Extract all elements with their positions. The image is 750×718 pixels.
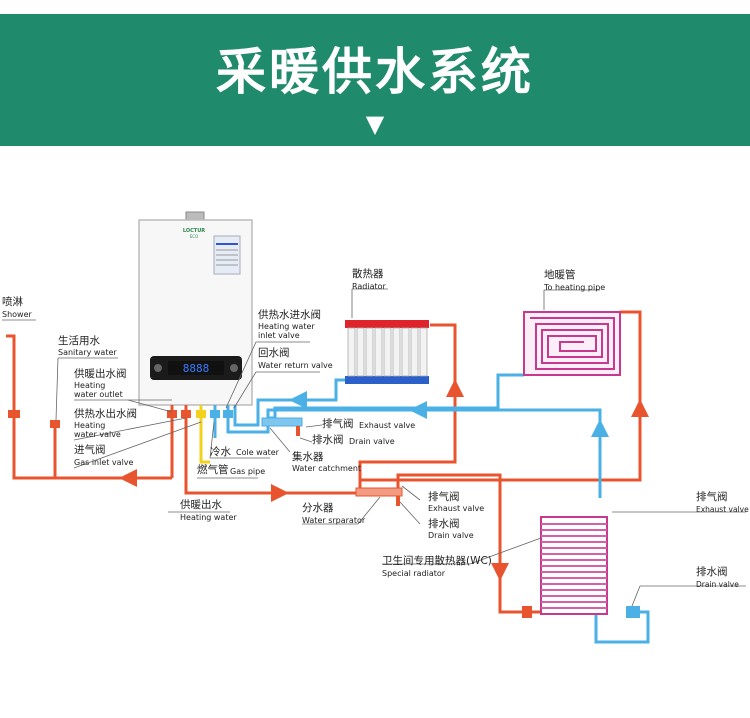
gas-inlet-label-cn: 进气阀	[74, 444, 106, 456]
drain-valve-3-label-cn: 排水阀	[696, 566, 728, 578]
boiler-display-digits: 8888	[183, 362, 210, 375]
special-radiator-label-cn: 卫生间专用散热器(WC)	[382, 555, 492, 567]
exhaust-valve-2-label-en: Exhaust valve	[428, 504, 485, 513]
floor-heating-label-en: To heating pipe	[544, 283, 606, 292]
drain-valve-2-label-cn: 排水阀	[428, 518, 460, 530]
heating-supply-main	[184, 405, 360, 495]
shower-pipe	[6, 334, 172, 480]
drain-valve-1-label-en: Drain valve	[349, 437, 395, 446]
boiler-knob-icon	[154, 364, 162, 372]
shower-label-en: Shower	[2, 310, 32, 319]
wc-radiator-supply	[396, 473, 540, 614]
floor-heating-coil	[523, 311, 621, 376]
gas-pipe-label-cn: 燃气管	[197, 464, 229, 476]
radiator-label-en: Radiator	[352, 282, 386, 291]
catchment-label-cn: 集水器	[292, 451, 324, 463]
sanitary-label-cn: 生活用水	[58, 335, 100, 347]
exhaust-valve-3-label-cn: 排气阀	[696, 491, 728, 503]
gas-pipe-label-en: Gas pipe	[230, 467, 266, 476]
radiator-label-cn: 散热器	[352, 268, 384, 280]
boiler-unit: 8888 LOCTUR ECO	[138, 211, 253, 406]
inlet-valve-label-en1: Heating water	[258, 322, 315, 331]
heating-outlet-label-en2: water outlet	[74, 390, 123, 399]
inlet-valve-label-en2: inlet valve	[258, 331, 300, 340]
boiler-brand: LOCTUR	[183, 228, 205, 234]
water-catchment-manifold	[261, 417, 303, 427]
separator-label-cn: 分水器	[302, 502, 334, 514]
exhaust-valve-1-label-en: Exhaust valve	[359, 421, 416, 430]
radiator-return	[233, 378, 345, 427]
heating-valve-label-en1: Heating	[74, 421, 106, 430]
down-arrow-icon: ▼	[365, 110, 385, 138]
sanitary-valve-icon	[50, 420, 60, 428]
heating-outlet-label-en1: Heating	[74, 381, 106, 390]
gas-inlet-valve-icon	[196, 410, 206, 418]
radiator-supply	[358, 323, 457, 493]
separator-drain-icon	[396, 496, 400, 506]
boiler-screen	[168, 361, 224, 375]
radiator-cold-header	[345, 376, 429, 384]
sanitary-label-en: Sanitary water	[58, 348, 117, 357]
heating-water-valve-icon	[181, 410, 191, 418]
return-valve-label-cn: 回水阀	[258, 347, 290, 359]
shower-label-cn: 喷淋	[2, 296, 23, 308]
wc-exhaust-valve-icon	[626, 606, 640, 618]
exhaust-valve-2-label-cn: 排气阀	[428, 491, 460, 503]
catchment-label-en: Water catchment	[292, 464, 362, 473]
return-valve-icon	[223, 410, 233, 418]
inlet-valve-label-cn: 供热水进水阀	[258, 309, 321, 321]
heating-water-label-cn: 供暖出水	[180, 499, 222, 511]
heating-outlet-label-cn: 供暖出水阀	[74, 368, 127, 380]
leader-lines	[2, 288, 746, 607]
cold-water-label-cn: 冷水	[210, 446, 231, 458]
cold-water-valve-icon	[210, 410, 220, 418]
radiator-unit	[345, 320, 429, 384]
banner-title: 采暖供水系统	[216, 43, 534, 101]
radiator-hot-header	[345, 320, 429, 328]
separator-label-en: Water srparator	[302, 516, 366, 525]
flow-arrows	[119, 379, 649, 581]
wc-drain-valve-icon	[522, 606, 532, 618]
water-separator-manifold	[355, 487, 403, 497]
gas-pipe	[199, 405, 210, 464]
exhaust-valve-1-label-cn: 排气阀	[322, 418, 354, 430]
radiator-columns	[347, 327, 428, 377]
heating-valve-label-cn: 供热水出水阀	[74, 408, 137, 420]
wc-radiator	[540, 516, 608, 615]
exhaust-valve-3-label-en: Exhaust valve	[696, 505, 749, 514]
drain-valve-3-label-en: Drain valve	[696, 580, 739, 589]
wc-radiator-return	[594, 610, 650, 644]
drain-valve-2-label-en: Drain valve	[428, 531, 474, 540]
return-valve-label-en: Water return valve	[258, 361, 333, 370]
gas-inlet-label-en: Gas inlet valve	[74, 458, 134, 467]
title-banner: 采暖供水系统 ▼	[0, 14, 750, 146]
heating-water-label-en: Heating water	[180, 513, 237, 522]
cold-water-label-en: Cole water	[236, 448, 279, 457]
shower-valve-icon	[8, 410, 20, 418]
floor-heating-label-cn: 地暖管	[544, 269, 576, 281]
special-radiator-label-en: Special radiator	[382, 569, 446, 578]
valves	[8, 410, 640, 618]
boiler-knob-icon	[230, 364, 238, 372]
boiler-brand-sub: ECO	[190, 234, 198, 239]
drain-valve-1-label-cn: 排水阀	[312, 434, 344, 446]
heating-valve-label-en2: water valve	[74, 430, 121, 439]
exhaust-valve-icon	[296, 426, 300, 436]
heating-outlet-valve-icon	[167, 410, 177, 418]
